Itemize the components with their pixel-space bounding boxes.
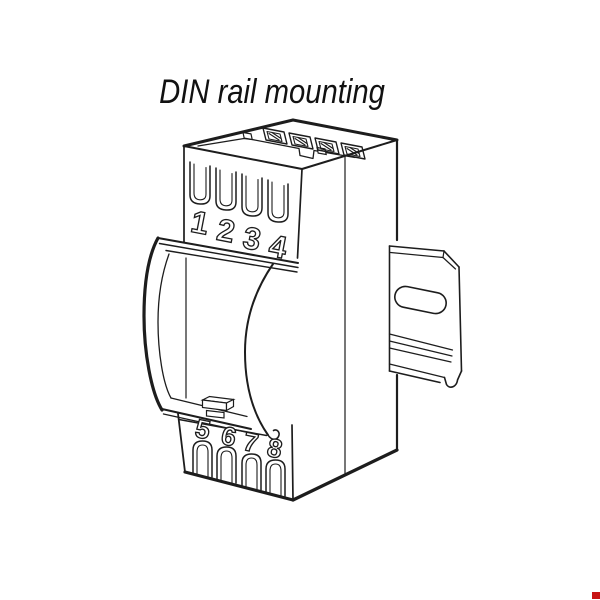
clip-mounting-slot — [394, 285, 447, 315]
figure-title: DIN rail mounting — [159, 72, 385, 111]
lower-terminal-slots — [192, 440, 286, 498]
lower-terminal-numbers: 5 6 7 8 — [192, 412, 286, 465]
terminal-slot — [189, 161, 211, 205]
top-terminal-windows — [262, 127, 366, 160]
terminal-number: 8 — [265, 432, 285, 464]
terminal-window — [288, 132, 314, 150]
terminal-slot — [215, 167, 237, 211]
terminal-arch-slot — [241, 453, 262, 492]
cover-curve-hook — [267, 429, 280, 441]
module-body: 1 2 3 4 5 — [142, 118, 399, 502]
terminal-number: 2 — [214, 212, 238, 250]
terminal-window — [314, 137, 340, 155]
clip-outline — [388, 245, 463, 388]
terminal-number: 5 — [193, 413, 213, 445]
module-top-face — [197, 127, 366, 160]
front-cover — [157, 237, 299, 441]
terminal-slot — [267, 179, 289, 223]
terminal-window — [340, 142, 366, 160]
cover-bulge-edge — [142, 236, 164, 412]
upper-terminal-slots — [189, 161, 289, 223]
cover-inner-curve — [157, 253, 172, 399]
top-screw-mark-left — [242, 131, 253, 141]
din-rail-clip — [388, 245, 463, 388]
latch-tab — [200, 395, 236, 419]
cover-front-curve — [244, 263, 274, 436]
page-corner-mark — [592, 592, 600, 599]
terminal-arch-slot — [216, 446, 237, 485]
terminal-slot — [241, 173, 263, 217]
terminal-arch-slot — [192, 440, 213, 479]
terminal-window — [262, 127, 288, 145]
clip-plate — [389, 246, 462, 387]
terminal-arch-slot — [265, 459, 286, 498]
terminal-number: 7 — [241, 426, 261, 458]
terminal-number: 6 — [219, 420, 239, 452]
